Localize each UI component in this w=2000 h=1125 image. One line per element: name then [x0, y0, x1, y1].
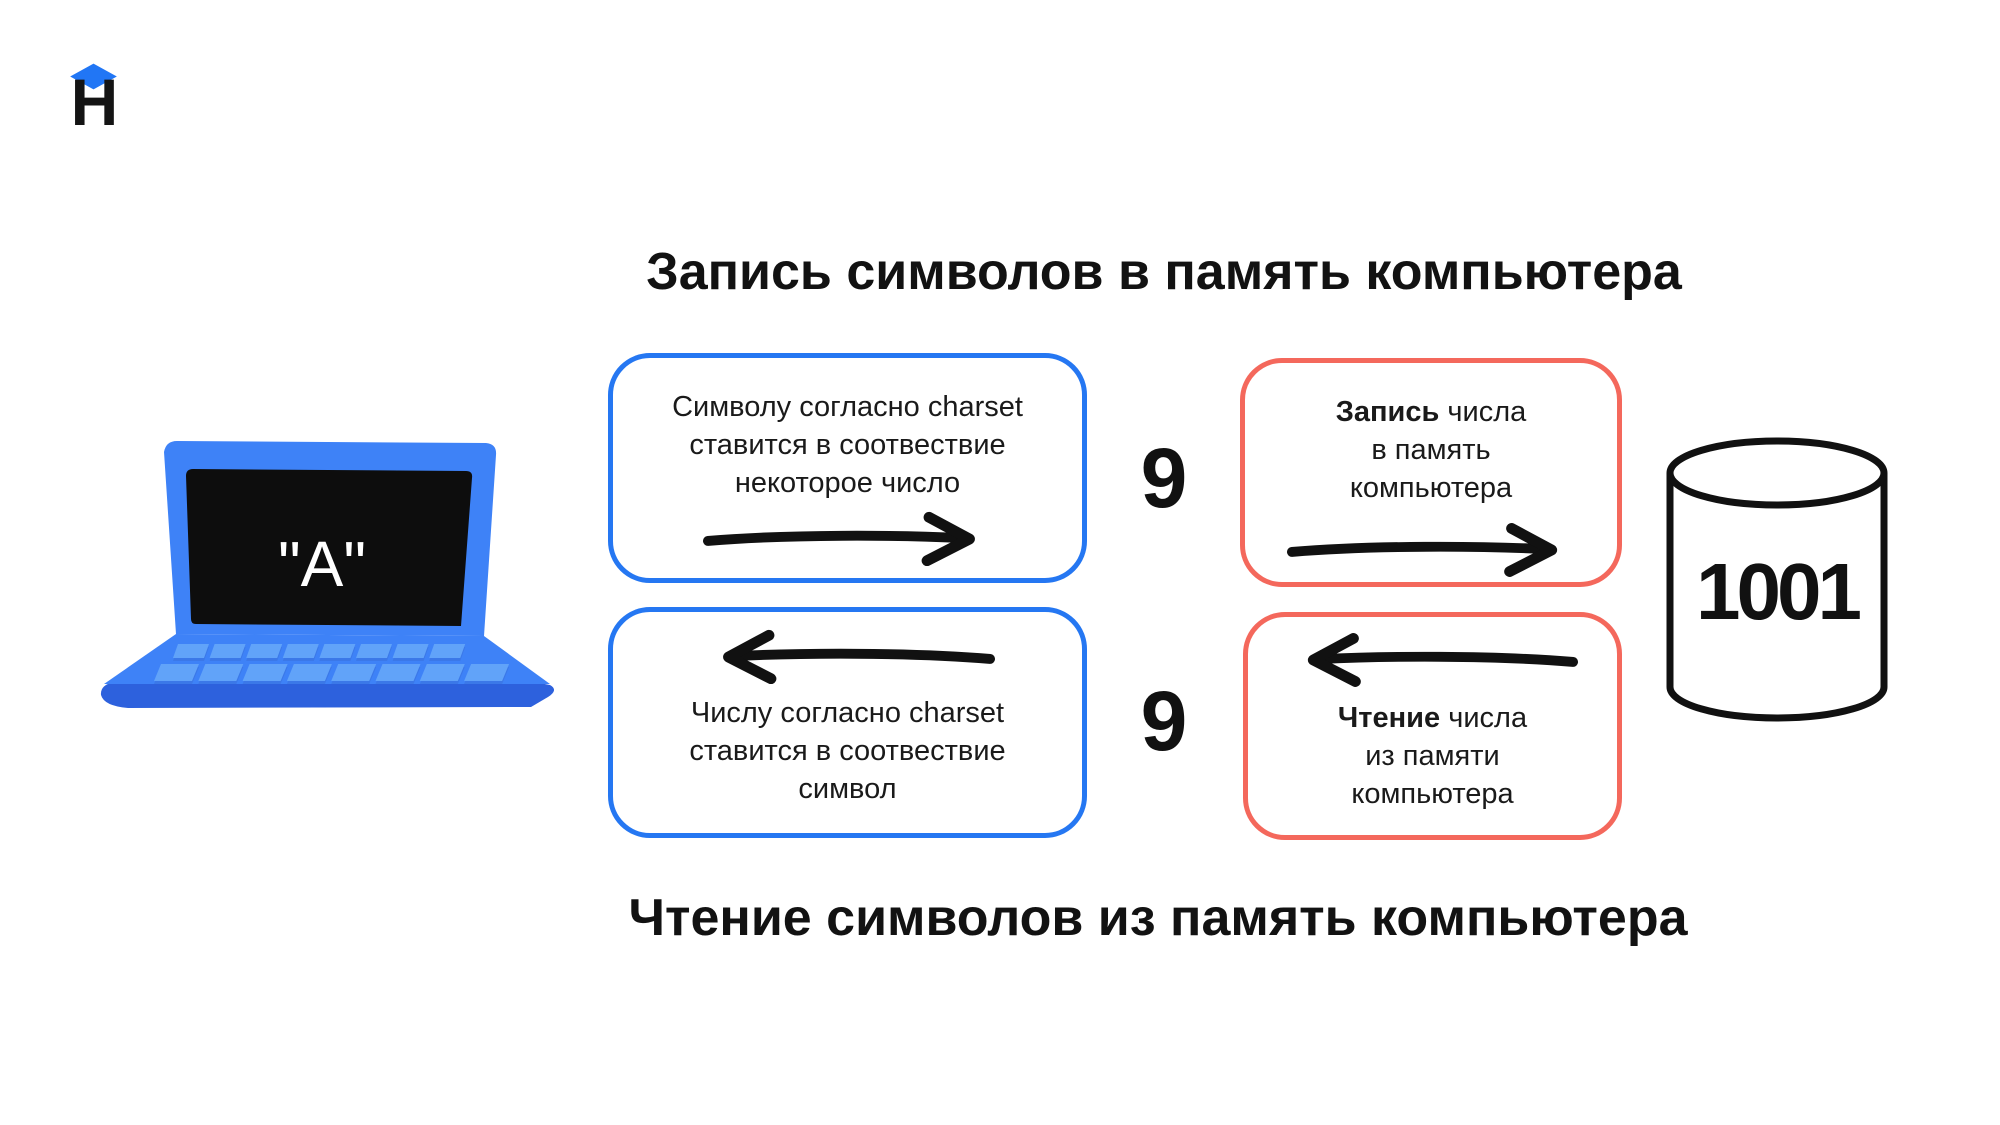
logo-letter: Н: [70, 65, 119, 139]
laptop-base: [100, 682, 555, 708]
memory-value: 1001: [1696, 547, 1862, 636]
laptop-icon: "A": [100, 441, 555, 708]
laptop-screen-text: "A": [278, 528, 366, 600]
encode-box-text: Символу согласно charset ставится в соот…: [672, 391, 1023, 499]
laptop-screen: [186, 469, 473, 626]
left-arrow-icon: [1307, 633, 1579, 687]
laptop-keyboard: [154, 644, 510, 684]
number-value-top: 9: [1140, 431, 1188, 525]
right-arrow-icon: [702, 511, 975, 566]
decode-box: Числу согласно charset ставится в соотве…: [608, 607, 1087, 838]
title-read-symbols: Чтение символов из память компьютера: [628, 889, 1688, 947]
netology-logo: Н: [70, 60, 130, 150]
memory-cylinder: 1001: [1662, 435, 1892, 730]
left-arrow-icon: [723, 629, 996, 684]
number-value-bottom: 9: [1140, 674, 1188, 768]
cylinder-icon: [1666, 437, 1888, 722]
laptop-illustration: "A": [98, 438, 555, 714]
right-arrow-icon: [1286, 523, 1558, 577]
title-write-symbols: Запись символов в память компьютера: [646, 243, 1682, 301]
decode-box-text: Числу согласно charset ставится в соотве…: [689, 697, 1006, 805]
encode-box: Символу согласно charset ставится в соот…: [608, 353, 1087, 583]
